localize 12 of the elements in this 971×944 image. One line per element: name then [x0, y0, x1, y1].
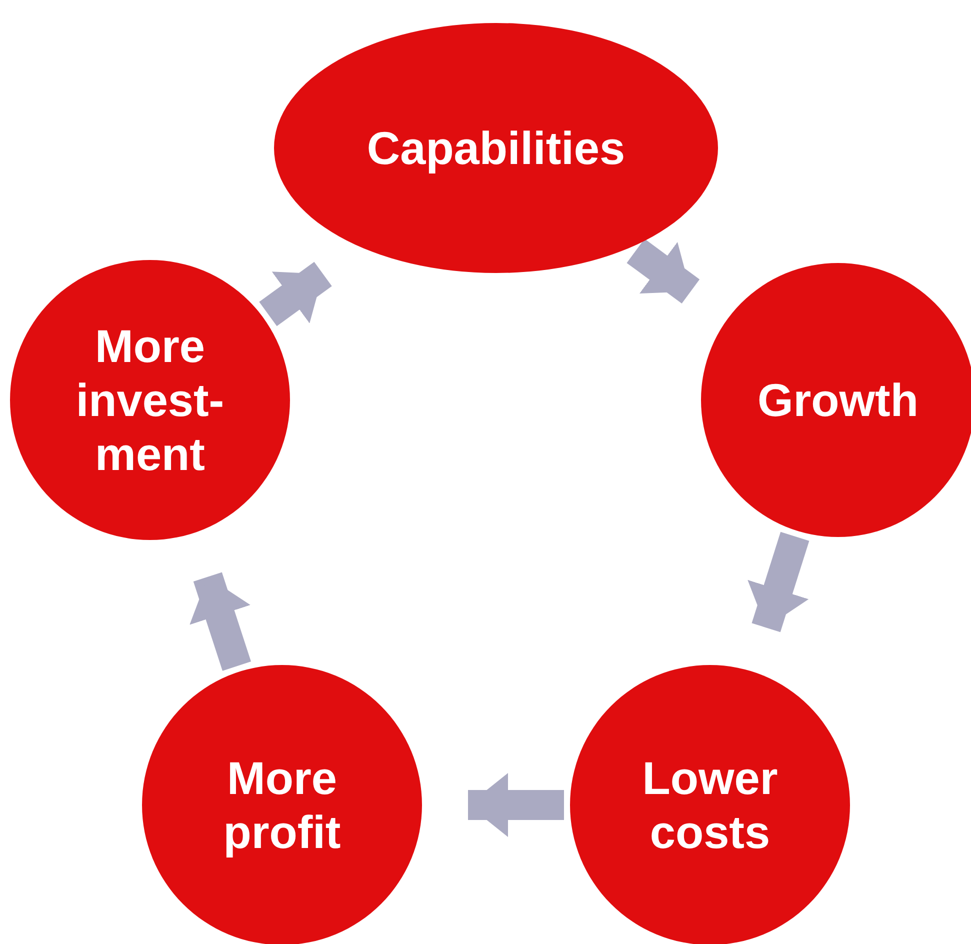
node-label: Capabilities [366, 120, 626, 176]
block-arrow [748, 532, 810, 632]
node-label: Growth [756, 372, 920, 428]
block-arrow [259, 262, 332, 326]
ellipse-node [274, 23, 718, 273]
circle-node [10, 260, 290, 540]
block-arrow [626, 238, 700, 304]
node-label: More invest-ment [74, 318, 226, 482]
block-arrow [190, 572, 252, 671]
node-label: Lower costs [641, 750, 779, 860]
block-arrow [468, 773, 564, 837]
node-label: More profit [222, 750, 342, 860]
